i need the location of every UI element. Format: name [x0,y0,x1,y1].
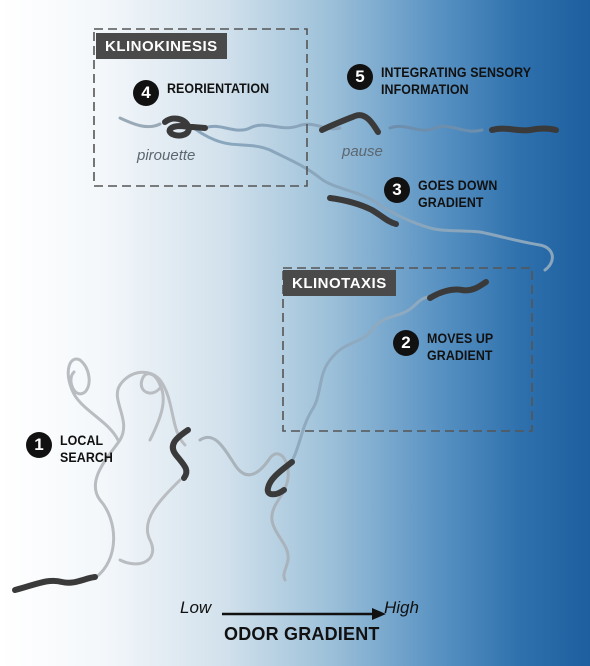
klinokinesis-box [93,28,308,187]
local-search-loop-track [66,357,120,442]
klinotaxis-label: KLINOTAXIS [283,270,396,296]
worm-pause [319,112,381,135]
step-1-badge: 1 [26,432,52,458]
klinokinesis-track [118,116,162,129]
worm-goes-down [327,195,399,227]
axis-arrow-icon [222,608,386,620]
worm-klinotaxis-start [264,459,295,498]
down-gradient-track [183,120,554,272]
step-4-label: REORIENTATION [167,81,270,96]
worm-local-search [169,427,191,481]
klinotaxis-box [282,267,533,432]
step-1-label: LOCAL SEARCH [60,433,114,465]
local-search-track [93,370,187,580]
step-1-local-search: 1 LOCAL SEARCH [26,432,118,466]
pirouette-note: pirouette [137,147,196,164]
klinokinesis-label: KLINOKINESIS [96,33,227,59]
worm-moves-up [427,279,489,301]
local-search-loop-track-2 [139,372,165,442]
step-2-moves-up: 2 MOVES UP GRADIENT [393,330,499,364]
lower-meander-track [198,436,290,582]
step-5-label: INTEGRATING SENSORY INFORMATION [381,65,532,97]
step-5-integrating: 5 INTEGRATING SENSORY INFORMATION [347,64,544,98]
step-3-badge: 3 [384,177,410,203]
axis-title: ODOR GRADIENT [224,624,380,644]
step-3-goes-down: 3 GOES DOWN GRADIENT [384,177,504,211]
step-4-badge: 4 [133,80,159,106]
worm-local-search-bottom [12,574,98,593]
worm-reorientation [162,115,208,139]
pause-note: pause [342,143,383,160]
step-2-label: MOVES UP GRADIENT [427,331,494,363]
step-2-badge: 2 [393,330,419,356]
step-5-badge: 5 [347,64,373,90]
reorientation-exit-track [203,122,342,132]
worm-end [489,125,559,134]
step-4-reorientation: 4 REORIENTATION [133,80,278,106]
pause-exit-track [388,124,484,133]
step-3-label: GOES DOWN GRADIENT [418,178,498,210]
local-search-track-3 [118,478,182,566]
axis-high-label: High [384,598,419,617]
klinotaxis-track [286,293,442,470]
axis-low-label: Low [180,598,212,617]
odor-gradient-axis: Low High ODOR GRADIENT [180,598,440,648]
